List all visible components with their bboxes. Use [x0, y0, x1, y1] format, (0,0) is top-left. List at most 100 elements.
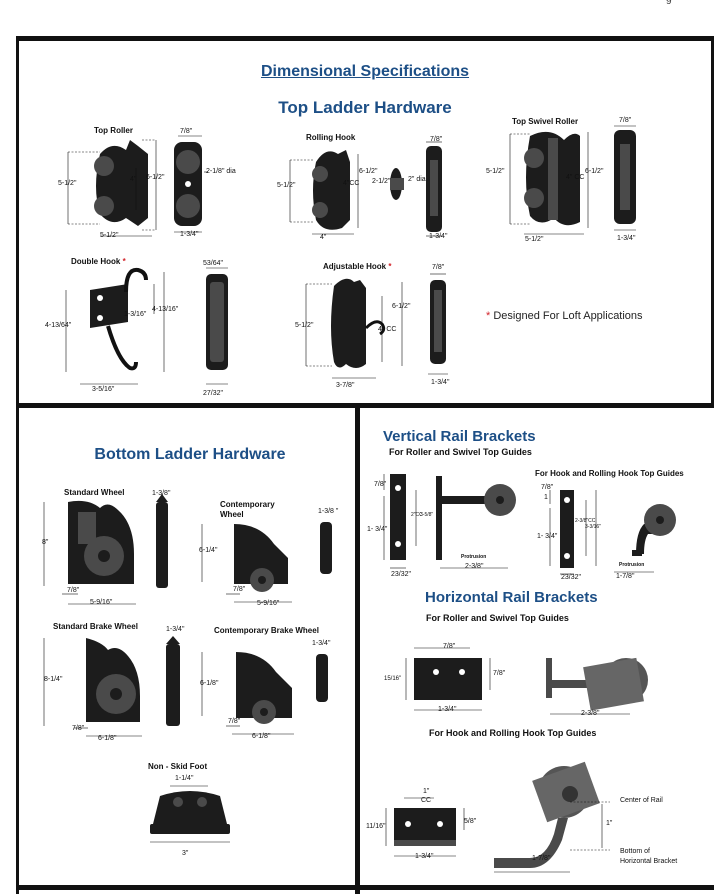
top-swivel-dim-right-height: 6-1/2" — [585, 168, 604, 175]
horizontal-a-dim-left: 15/16" — [384, 676, 402, 682]
rolling-hook-dim-top-width: 7/8" — [430, 136, 443, 143]
double-hook-dim-side-width: 27/32" — [203, 390, 224, 397]
rolling-hook-dim-wheel: 2-1/2" — [372, 178, 391, 185]
double-hook-dim-left-height: 4-13/64" — [45, 322, 72, 329]
frame-middle-bar — [16, 403, 714, 408]
rolling-hook-dim-bottom-width: 4" — [320, 234, 327, 241]
vertical-subtitle-roller-swivel: For Roller and Swivel Top Guides — [389, 447, 532, 457]
horizontal-b-bottom-of: Bottom of — [620, 848, 650, 855]
vertical-b-dim-height: 3-3/16" — [585, 524, 601, 530]
adjustable-hook-dim-left-height: 5-1/2" — [295, 322, 314, 329]
contemporary-wheel-dim-top-width: 1-3/8 " — [318, 508, 339, 515]
horizontal-b-dim-one: 1" — [423, 788, 430, 795]
vertical-b-dim-protrusion: Protrusion — [619, 562, 645, 568]
top-roller-dim-right-height: 6-1/2" — [146, 174, 165, 181]
vertical-bracket-a-drawing — [383, 474, 516, 569]
top-roller-dim-side-width: 1-3/4" — [180, 231, 199, 238]
adjustable-hook-label-text: Adjustable Hook — [323, 262, 387, 271]
vertical-b-dim-side: 1- 3/4" — [537, 533, 558, 540]
adjustable-hook-star: * — [388, 262, 392, 271]
loft-note-text: Designed For Loft Applications — [493, 310, 643, 322]
rolling-hook-drawing — [289, 141, 442, 237]
vertical-a-dim-width: 23/32" — [391, 571, 412, 578]
standard-wheel-dim-bottom-width: 5-9/16" — [90, 599, 113, 606]
contemporary-brake-wheel-dim-bottom-width: 6-1/8" — [252, 733, 271, 740]
vertical-bracket-b-drawing — [549, 490, 676, 575]
vertical-a-dim-cc: 2"CC — [411, 512, 423, 518]
horizontal-b-dim-right: 5/8" — [464, 818, 477, 825]
section-title-vertical-rail-brackets: Vertical Rail Brackets — [383, 428, 536, 445]
section-title-horizontal-rail-brackets: Horizontal Rail Brackets — [425, 589, 598, 606]
standard-brake-wheel-dim-height: 8-1/4" — [44, 676, 63, 683]
vertical-subtitle-hook-rolling: For Hook and Rolling Hook Top Guides — [535, 469, 684, 478]
standard-brake-wheel-dim-top-width: 1-3/4" — [166, 626, 185, 633]
contemporary-brake-wheel-dim-top-width: 1-3/4" — [312, 640, 331, 647]
non-skid-foot-label: Non - Skid Foot — [148, 762, 208, 771]
top-swivel-dim-bottom-width: 5-1/2" — [525, 236, 544, 243]
frame-center-divider — [355, 403, 360, 894]
section-title-dimensional-specifications: Dimensional Specifications — [260, 63, 470, 80]
frame-top-bar — [16, 36, 714, 41]
double-hook-label-text: Double Hook — [71, 257, 121, 266]
top-roller-dim-dia: 2-1/8" dia — [206, 168, 236, 175]
double-hook-dim-hook: 1-3/16" — [124, 311, 147, 318]
vertical-a-dim-top: 7/8" — [374, 481, 387, 488]
horizontal-subtitle-roller-swivel: For Roller and Swivel Top Guides — [426, 613, 569, 623]
contemporary-brake-wheel-drawing — [201, 652, 328, 735]
rolling-hook-dim-dia: 2" dia — [408, 176, 426, 183]
standard-brake-wheel-dim-small: 7/8" — [72, 725, 85, 732]
vertical-b-dim-cc: 2-3/8"CC — [575, 518, 596, 524]
top-roller-drawing — [67, 135, 208, 237]
standard-wheel-label: Standard Wheel — [64, 488, 125, 497]
horizontal-b-horizontal-bracket: Horizontal Bracket — [620, 858, 678, 865]
top-roller-dim-top-width: 7/8" — [180, 128, 193, 135]
horizontal-a-dim-length: 2-3/8" — [581, 710, 600, 717]
double-hook-dim-top-width: 53/64" — [203, 260, 224, 267]
contemporary-wheel-dim-height: 6-1/4" — [199, 547, 218, 554]
frame-bottom-bar — [16, 885, 714, 890]
adjustable-hook-dim-right-height: 6-1/2" — [392, 303, 411, 310]
vertical-b-dim-top: 7/8" — [541, 484, 554, 491]
contemporary-wheel-drawing — [201, 522, 332, 603]
top-roller-dim-cc: 4" — [130, 176, 137, 183]
section-title-bottom-ladder-hardware: Bottom Ladder Hardware — [94, 446, 286, 463]
double-hook-dim-bottom-width: 3-5/16" — [92, 386, 115, 393]
page-number: 9 — [666, 0, 672, 7]
contemporary-brake-wheel-label: Contemporary Brake Wheel — [214, 626, 319, 635]
adjustable-hook-dim-cc: 4" CC — [378, 326, 397, 333]
top-swivel-dim-top-width: 7/8" — [619, 117, 632, 124]
rolling-hook-dim-cc: 4"CC — [343, 180, 360, 187]
rolling-hook-label: Rolling Hook — [306, 133, 356, 142]
contemporary-brake-wheel-dim-height: 6-1/8" — [200, 680, 219, 687]
horizontal-subtitle-hook-rolling: For Hook and Rolling Hook Top Guides — [429, 728, 597, 738]
top-roller-dim-left-height: 5-1/2" — [58, 180, 77, 187]
horizontal-a-dim-top: 7/8" — [443, 643, 456, 650]
non-skid-foot-dim-bottom: 3" — [182, 850, 189, 857]
standard-wheel-dim-height: 8" — [42, 539, 49, 546]
rolling-hook-dim-left-height: 5-1/2" — [277, 182, 296, 189]
standard-brake-wheel-label: Standard Brake Wheel — [53, 622, 138, 631]
horizontal-b-dim-bottom: 1-3/4" — [415, 853, 434, 860]
frame-left-bar — [16, 36, 19, 894]
vertical-a-dim-protrusion: Protrusion — [461, 554, 487, 560]
double-hook-dim-right-height: 4-13/16" — [152, 306, 179, 313]
top-roller-dim-bottom-width: 5-1/2" — [100, 232, 119, 239]
top-swivel-dim-cc: 4" CC — [566, 174, 585, 181]
horizontal-b-dim-offset: 1" — [606, 820, 613, 827]
adjustable-hook-dim-top-width: 7/8" — [432, 264, 445, 271]
vertical-b-dim-one: 1 — [544, 494, 548, 501]
rolling-hook-dim-side-width: 1-3/4" — [429, 233, 448, 240]
standard-wheel-dim-top-width: 1-3/8" — [152, 490, 171, 497]
top-swivel-roller-drawing — [509, 125, 636, 235]
horizontal-b-dim-left: 11/16" — [366, 823, 386, 830]
standard-wheel-dim-small: 7/8" — [67, 587, 80, 594]
contemporary-wheel-dim-bottom-width: 5-9/16" — [257, 600, 280, 607]
contemporary-wheel-label: Contemporary Wheel — [220, 500, 275, 519]
vertical-b-dim-width: 23/32" — [561, 574, 582, 581]
horizontal-b-center-of-rail: Center of Rail — [620, 797, 663, 804]
vertical-a-dim-height: 3-5/8" — [420, 512, 434, 518]
top-swivel-dim-left-height: 5-1/2" — [486, 168, 505, 175]
top-swivel-roller-label: Top Swivel Roller — [512, 117, 579, 126]
frame-right-bar — [711, 36, 714, 408]
vertical-a-dim-side: 1- 3/4" — [367, 526, 388, 533]
